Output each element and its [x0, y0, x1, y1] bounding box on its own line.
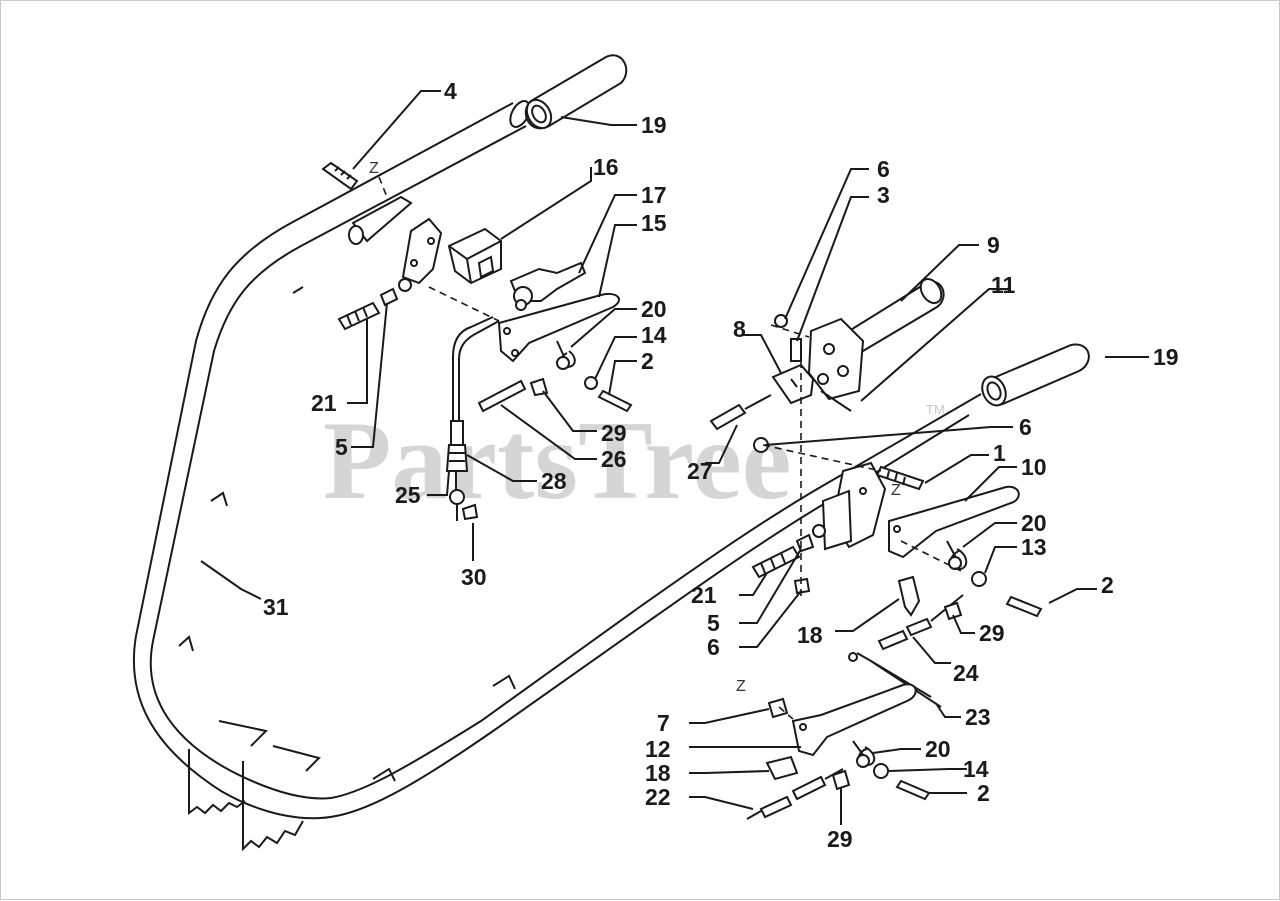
rod-22[interactable] — [746, 768, 844, 820]
spring-20-right-upper[interactable] — [946, 540, 968, 571]
callout-22[interactable]: 22 — [645, 784, 671, 810]
handle-bracket-11[interactable] — [807, 317, 865, 412]
callout-29-right-upper[interactable]: 29 — [979, 620, 1005, 646]
control-bracket-right[interactable] — [812, 461, 887, 551]
callout-2-left[interactable]: 2 — [641, 348, 654, 374]
callout-6-lower[interactable]: 6 — [707, 634, 720, 660]
callout-18-lower[interactable]: 18 — [645, 760, 671, 786]
pin-26[interactable] — [477, 379, 527, 413]
clamp-bracket-upper — [348, 195, 413, 245]
nut-7[interactable] — [767, 697, 789, 719]
callout-13[interactable]: 13 — [1021, 534, 1047, 560]
callout-15[interactable]: 15 — [641, 210, 667, 236]
callout-29-lower[interactable]: 29 — [827, 826, 853, 852]
callout-3[interactable]: 3 — [877, 182, 890, 208]
callout-21-left[interactable]: 21 — [311, 390, 337, 416]
knob-17[interactable] — [509, 261, 587, 311]
callout-numbers: 4 19 16 17 15 20 14 2 21 5 29 26 25 28 3… — [263, 78, 1179, 852]
bushing-13[interactable] — [971, 571, 987, 587]
handle-grip-left[interactable] — [522, 54, 628, 132]
spring-20-lower[interactable] — [852, 740, 876, 768]
handle-grip-9[interactable] — [847, 275, 946, 353]
bushing-14-lower[interactable] — [873, 763, 889, 779]
sleeve-29-right-upper[interactable] — [943, 601, 963, 621]
callout-6-middle[interactable]: 6 — [1019, 414, 1032, 440]
nut-5-left[interactable] — [379, 287, 399, 307]
handlebar-frame[interactable] — [132, 98, 982, 852]
callout-29-left[interactable]: 29 — [601, 420, 627, 446]
block-8[interactable] — [771, 363, 815, 405]
nut-6-upper[interactable] — [774, 314, 788, 328]
callout-2-right-upper[interactable]: 2 — [1101, 572, 1114, 598]
callout-6-top[interactable]: 6 — [877, 156, 890, 182]
cable-assembly-left[interactable] — [445, 316, 500, 521]
callout-7[interactable]: 7 — [657, 710, 670, 736]
bolt-4[interactable] — [321, 161, 359, 191]
latch-18-upper[interactable] — [897, 575, 921, 617]
callout-10[interactable]: 10 — [1021, 454, 1047, 480]
callout-30[interactable]: 30 — [461, 564, 487, 590]
z-marker-upper: Z — [369, 160, 379, 177]
callout-2-lower[interactable]: 2 — [977, 780, 990, 806]
lever-15[interactable] — [497, 293, 620, 363]
callout-4[interactable]: 4 — [444, 78, 457, 104]
lever-12[interactable] — [791, 683, 917, 757]
bolt-21-right[interactable] — [751, 545, 801, 579]
nut-6-lower[interactable] — [793, 577, 811, 595]
callout-1[interactable]: 1 — [993, 440, 1006, 466]
grip-19-right[interactable] — [978, 343, 1090, 410]
callout-5-left[interactable]: 5 — [335, 434, 348, 460]
callout-17[interactable]: 17 — [641, 182, 667, 208]
nut-5-right[interactable] — [795, 533, 815, 553]
control-bracket-left[interactable] — [398, 217, 443, 292]
callout-5-right[interactable]: 5 — [707, 610, 720, 636]
z-marker-middle: Z — [891, 482, 901, 499]
pin-27[interactable] — [709, 394, 772, 431]
callout-25[interactable]: 25 — [395, 482, 421, 508]
callout-20-left[interactable]: 20 — [641, 296, 667, 322]
sleeve-29-lower[interactable] — [831, 769, 851, 791]
callout-9[interactable]: 9 — [987, 232, 1000, 258]
callout-14-lower[interactable]: 14 — [963, 756, 989, 782]
cable-24[interactable] — [877, 594, 964, 651]
assembly-lines — [378, 176, 962, 720]
callout-20-lower[interactable]: 20 — [925, 736, 951, 762]
callout-11[interactable]: 11 — [991, 272, 1016, 298]
callout-16[interactable]: 16 — [593, 154, 619, 180]
callout-27[interactable]: 27 — [687, 458, 713, 484]
lever-10[interactable] — [888, 485, 1020, 559]
screw-3[interactable] — [790, 338, 802, 362]
callout-24[interactable]: 24 — [953, 660, 979, 686]
callout-21-right[interactable]: 21 — [691, 582, 717, 608]
z-marker-lower: Z — [736, 678, 746, 695]
callout-31[interactable]: 31 — [263, 594, 289, 620]
callout-23[interactable]: 23 — [965, 704, 991, 730]
callout-20-right[interactable]: 20 — [1021, 510, 1047, 536]
bolt-2-lower[interactable] — [895, 779, 931, 801]
bolt-1[interactable] — [875, 465, 925, 491]
callout-12[interactable]: 12 — [645, 736, 671, 762]
callout-8[interactable]: 8 — [733, 316, 746, 342]
latch-18-lower[interactable] — [765, 755, 799, 781]
bolt-2-left[interactable] — [597, 389, 633, 413]
callout-26[interactable]: 26 — [601, 446, 627, 472]
control-block-16[interactable] — [447, 227, 502, 285]
bolt-2-right-upper[interactable] — [1005, 595, 1043, 618]
callout-28[interactable]: 28 — [541, 468, 567, 494]
leader-lines — [200, 90, 1149, 825]
callout-19-left[interactable]: 19 — [641, 112, 667, 138]
callout-18-upper[interactable]: 18 — [797, 622, 823, 648]
callout-19-right[interactable]: 19 — [1153, 344, 1179, 370]
bushing-14-left[interactable] — [584, 376, 598, 390]
bolt-21-left[interactable] — [337, 301, 381, 331]
spring-20-left[interactable] — [556, 340, 576, 370]
watermark-trademark: TM — [926, 402, 945, 417]
callout-14-left[interactable]: 14 — [641, 322, 667, 348]
